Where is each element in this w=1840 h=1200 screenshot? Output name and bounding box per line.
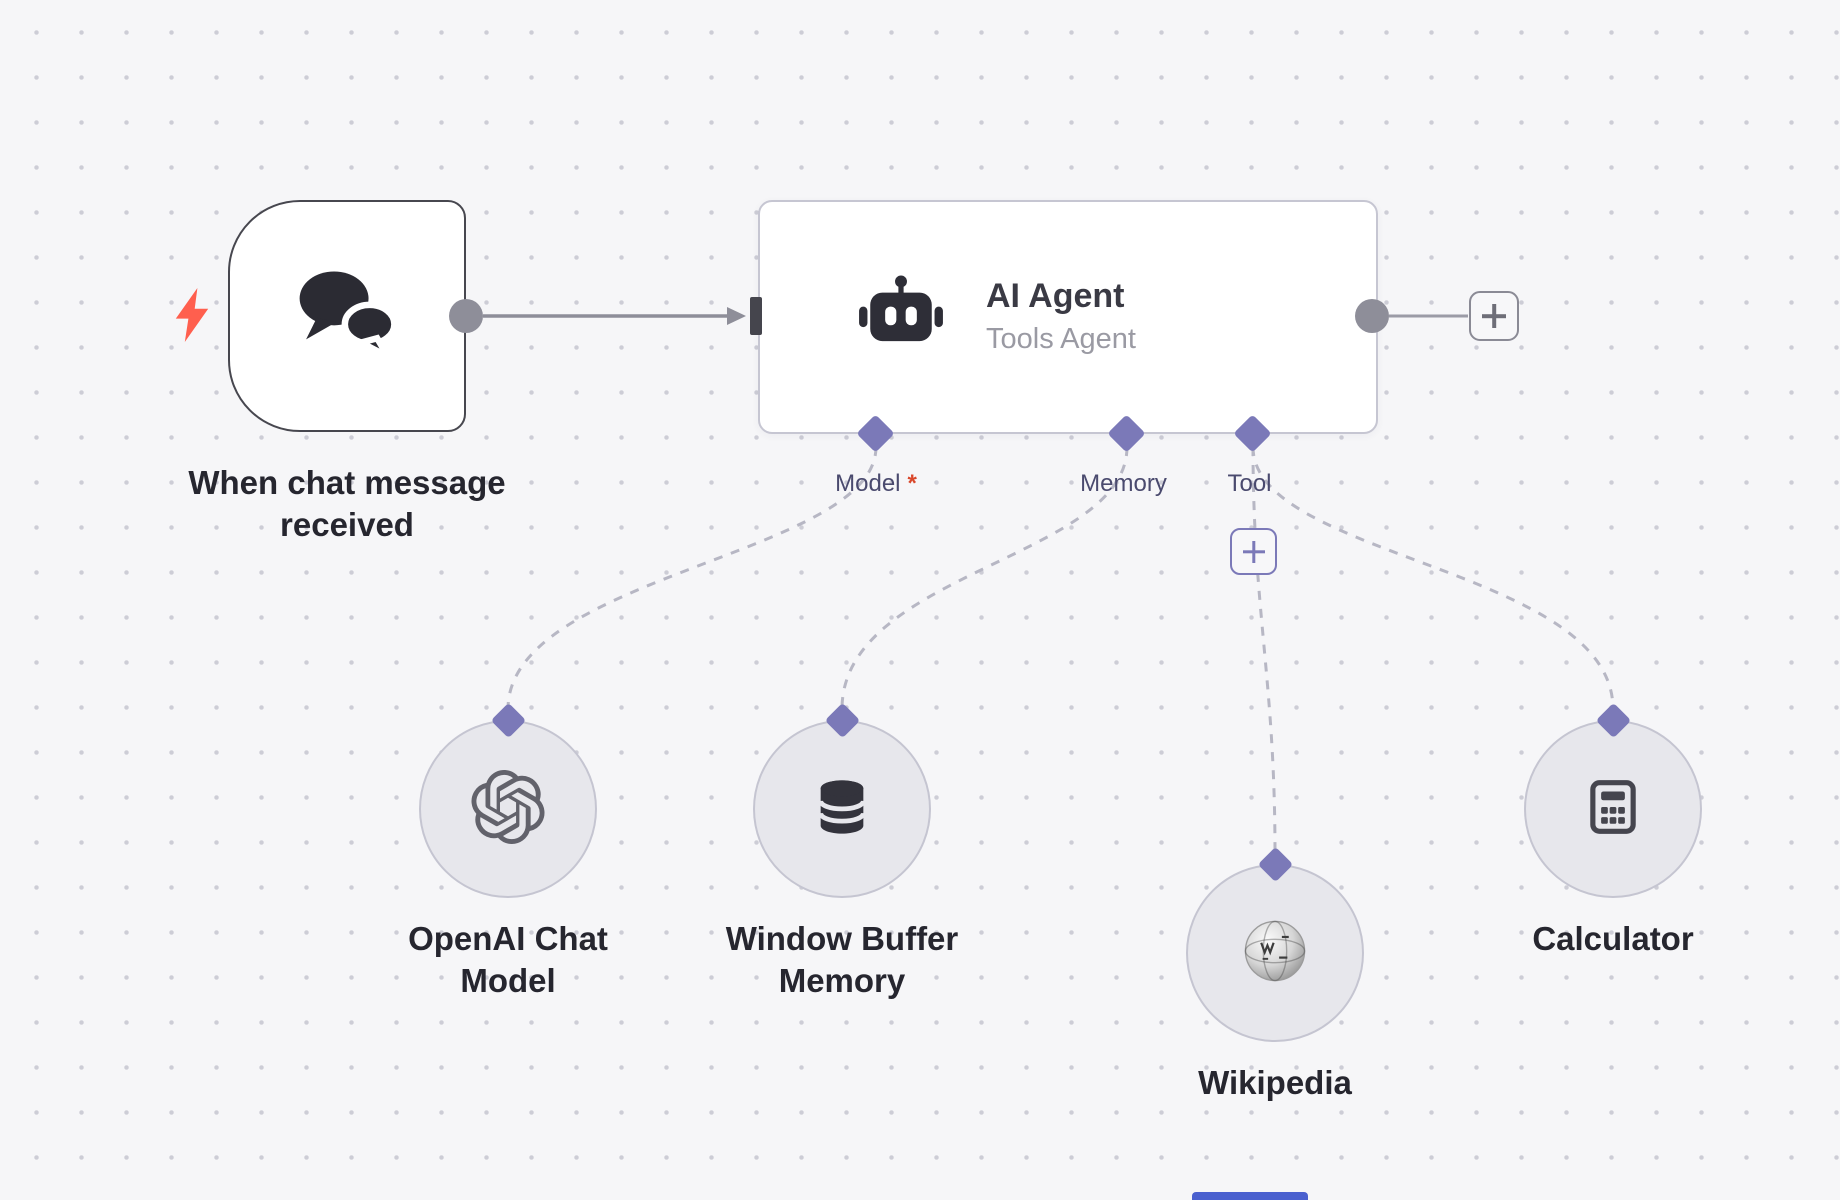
node-window-buffer-memory[interactable] — [753, 720, 931, 898]
node-calculator[interactable] — [1524, 720, 1702, 898]
port-label-model: Model* — [786, 470, 966, 498]
trigger-node-label: When chat message received — [188, 464, 506, 543]
wikipedia-globe-icon — [1242, 918, 1308, 989]
add-tool-button[interactable] — [1230, 528, 1277, 575]
node-wikipedia[interactable] — [1186, 864, 1364, 1042]
port-label-model-text: Model — [835, 470, 901, 497]
connection-model-to-openai — [506, 446, 878, 710]
port-label-memory-text: Memory — [1080, 470, 1167, 497]
calculator-node-label: Calculator — [1532, 920, 1694, 957]
openai-node-label: OpenAI Chat Model — [408, 920, 608, 999]
required-marker: * — [907, 470, 917, 497]
trigger-output-port[interactable] — [449, 299, 483, 333]
robot-icon — [856, 274, 946, 361]
chat-bubbles-icon — [291, 266, 403, 366]
port-label-tool: Tool — [1163, 470, 1343, 498]
node-openai-chat-model[interactable] — [419, 720, 597, 898]
openai-logo-icon — [471, 769, 545, 849]
agent-title: AI Agent — [986, 277, 1125, 316]
agent-input-port[interactable] — [750, 297, 762, 335]
port-label-tool-text: Tool — [1227, 470, 1272, 497]
connection-tool-to-wikipedia — [1251, 446, 1277, 854]
node-ai-agent[interactable]: AI Agent Tools Agent — [758, 200, 1378, 434]
add-node-button[interactable] — [1469, 291, 1519, 341]
node-chat-trigger[interactable] — [228, 200, 466, 432]
chat-button-partial[interactable] — [1192, 1192, 1308, 1200]
connection-memory-to-buffer — [840, 446, 1129, 710]
buffer-memory-node-label: Window Buffer Memory — [725, 920, 959, 999]
database-icon — [810, 775, 874, 844]
agent-output-port[interactable] — [1355, 299, 1389, 333]
wikipedia-node-label: Wikipedia — [1198, 1064, 1352, 1101]
calculator-icon — [1582, 776, 1644, 843]
agent-subtitle: Tools Agent — [986, 322, 1136, 355]
agent-text-block: AI Agent Tools Agent — [986, 277, 1136, 355]
lightning-bolt-icon — [172, 288, 212, 347]
port-label-memory: Memory — [1037, 470, 1217, 498]
arrowhead-icon — [727, 307, 746, 325]
